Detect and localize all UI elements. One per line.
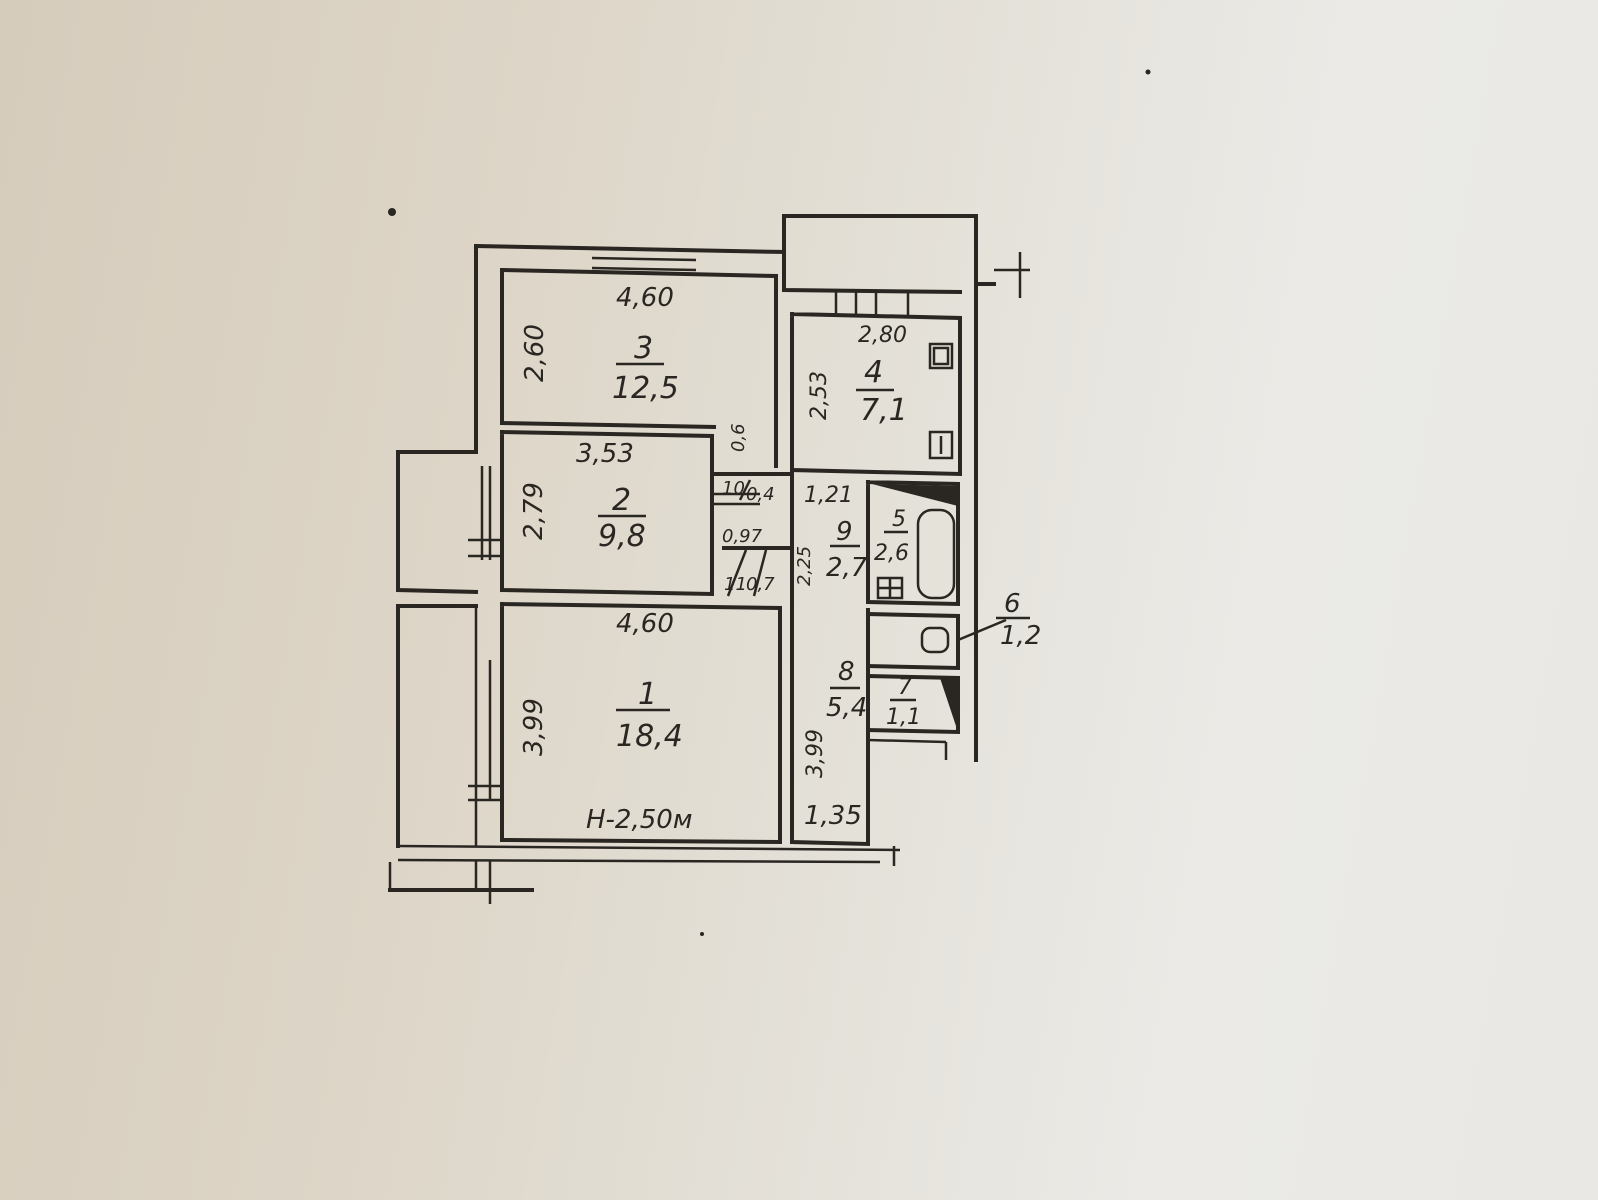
inner-wall-top-room3 — [499, 267, 778, 468]
bathtub — [916, 508, 956, 600]
room-labels: 4,60 2,60 3 12,5 2,80 2,53 4 7,1 3,53 2,… — [519, 283, 1041, 835]
wc-walls — [865, 611, 960, 671]
room5-area: 2,6 — [874, 541, 909, 566]
room2-width: 3,53 — [576, 439, 634, 469]
room8-length: 3,99 — [803, 729, 828, 778]
room7-area: 1,1 — [886, 705, 921, 730]
room4-area: 7,1 — [860, 393, 908, 428]
room10-area: 0,4 — [746, 484, 775, 505]
room2-number: 2 — [612, 483, 631, 518]
room6-number: 6 — [1004, 589, 1021, 619]
room2-length: 2,79 — [519, 482, 549, 540]
room8-area: 5,4 — [826, 693, 867, 723]
room4-walls — [789, 311, 962, 477]
kitchen-fixtures — [928, 342, 954, 460]
room1-length: 3,99 — [519, 698, 549, 756]
toilet-icon — [920, 626, 950, 654]
outer-wall-top-left — [473, 243, 787, 255]
room9-number: 9 — [836, 517, 853, 547]
bathroom-duct — [872, 484, 958, 506]
room1-area: 18,4 — [616, 719, 683, 754]
room11-number: 11 — [724, 574, 747, 595]
hall-walls — [790, 602, 870, 847]
room4-number: 4 — [864, 355, 883, 390]
closet-duct — [940, 678, 958, 732]
room1-number: 1 — [638, 677, 657, 712]
kitchen-sink-icon — [928, 430, 954, 460]
room9-length: 2,25 — [794, 546, 815, 586]
room3-width: 4,60 — [616, 283, 674, 313]
room10-depth: 0,6 — [728, 423, 749, 452]
bathroom-walls — [865, 479, 960, 607]
balcony-left-bottom — [396, 604, 478, 848]
corridor-walls — [710, 472, 794, 606]
room4-length: 2,53 — [807, 371, 832, 420]
room3-number: 3 — [634, 331, 653, 366]
room2-walls — [499, 429, 714, 597]
window-room3 — [591, 256, 697, 262]
room5-number: 5 — [892, 507, 906, 532]
inner-wall-left-room3 — [500, 268, 717, 430]
speck — [388, 208, 396, 216]
balcony-top-right — [782, 214, 996, 286]
room11-area: 0,7 — [746, 574, 775, 595]
room1-walls — [499, 601, 782, 845]
room8-width: 1,35 — [804, 801, 862, 831]
room8-number: 8 — [838, 657, 855, 687]
room9-width: 1,21 — [804, 483, 853, 508]
room3-length: 2,60 — [520, 324, 550, 382]
ceiling-height: H-2,50м — [586, 805, 692, 835]
balcony-inner — [782, 214, 963, 295]
balcony-left-top — [396, 450, 479, 595]
stove-icon — [928, 342, 954, 370]
room7-number: 7 — [898, 675, 912, 700]
room2-area: 9,8 — [598, 519, 646, 554]
room4-width: 2,80 — [858, 323, 907, 348]
room10-number: 10 — [722, 478, 745, 499]
walls — [388, 214, 1030, 904]
room1-width: 4,60 — [616, 609, 674, 639]
room6-area: 1,2 — [1000, 621, 1041, 651]
room9-area: 2,7 — [826, 553, 868, 583]
room3-area: 12,5 — [612, 371, 679, 406]
room11-length: 0,97 — [722, 526, 763, 547]
